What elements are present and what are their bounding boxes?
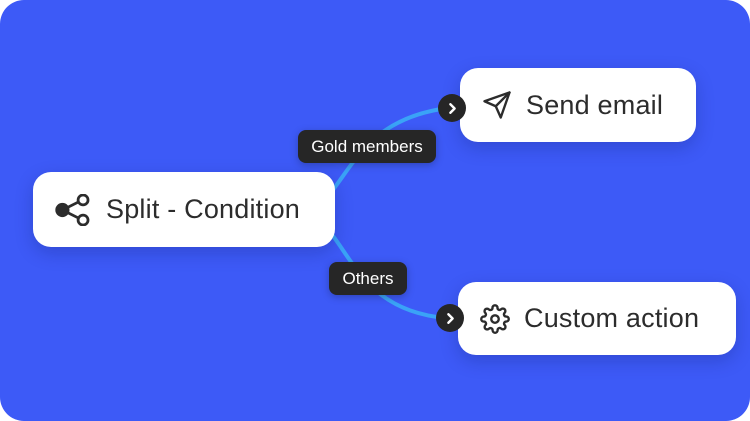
- node-custom-action[interactable]: Custom action: [458, 282, 736, 355]
- chevron-right-icon: [448, 102, 456, 114]
- edge-label-gold-members[interactable]: Gold members: [298, 130, 436, 163]
- port-badge-send-email[interactable]: [438, 94, 466, 122]
- node-label: Split - Condition: [106, 194, 300, 224]
- edge-label-text: Gold members: [311, 136, 423, 156]
- edge-label-text: Others: [342, 268, 394, 288]
- port-badge-custom-action[interactable]: [436, 304, 464, 332]
- node-send-email[interactable]: Send email: [460, 68, 696, 142]
- node-label: Custom action: [524, 303, 700, 333]
- node-label: Send email: [526, 89, 664, 120]
- split-icon: [55, 193, 91, 226]
- edge-label-others[interactable]: Others: [329, 262, 407, 295]
- send-icon: [482, 90, 512, 120]
- node-split-condition[interactable]: Split - Condition: [33, 172, 335, 247]
- chevron-right-icon: [446, 312, 454, 324]
- gear-icon: [480, 303, 510, 334]
